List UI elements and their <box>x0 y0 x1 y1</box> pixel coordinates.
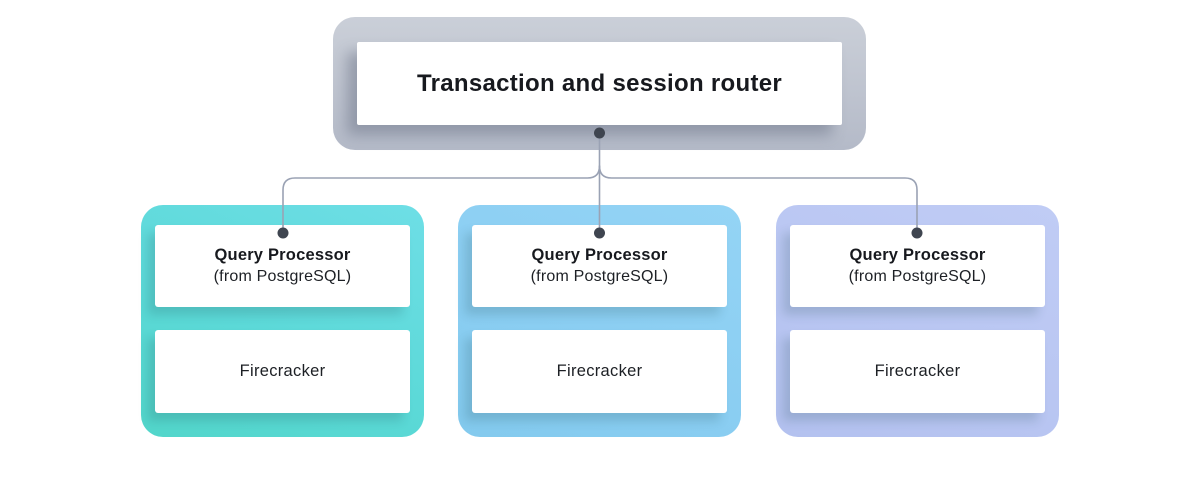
router-node-box: Transaction and session router <box>357 42 842 125</box>
firecracker-label: Firecracker <box>556 362 643 380</box>
firecracker-box: Firecracker <box>790 330 1045 413</box>
query-processor-title: Query Processor <box>849 246 986 264</box>
query-processor-box: Query Processor (from PostgreSQL) <box>790 225 1045 307</box>
shard-card-2: Query Processor (from PostgreSQL) Firecr… <box>458 205 741 437</box>
shard-card-1: Query Processor (from PostgreSQL) Firecr… <box>141 205 424 437</box>
firecracker-box: Firecracker <box>472 330 727 413</box>
query-processor-subtitle: (from PostgreSQL) <box>530 268 669 285</box>
query-processor-subtitle: (from PostgreSQL) <box>848 268 987 285</box>
query-processor-subtitle: (from PostgreSQL) <box>213 268 352 285</box>
query-processor-title: Query Processor <box>531 246 668 264</box>
firecracker-label: Firecracker <box>239 362 326 380</box>
query-processor-title: Query Processor <box>214 246 351 264</box>
query-processor-box: Query Processor (from PostgreSQL) <box>155 225 410 307</box>
firecracker-box: Firecracker <box>155 330 410 413</box>
router-node: Transaction and session router <box>333 17 866 150</box>
shard-card-3: Query Processor (from PostgreSQL) Firecr… <box>776 205 1059 437</box>
query-processor-box: Query Processor (from PostgreSQL) <box>472 225 727 307</box>
firecracker-label: Firecracker <box>874 362 961 380</box>
router-label: Transaction and session router <box>416 69 783 97</box>
